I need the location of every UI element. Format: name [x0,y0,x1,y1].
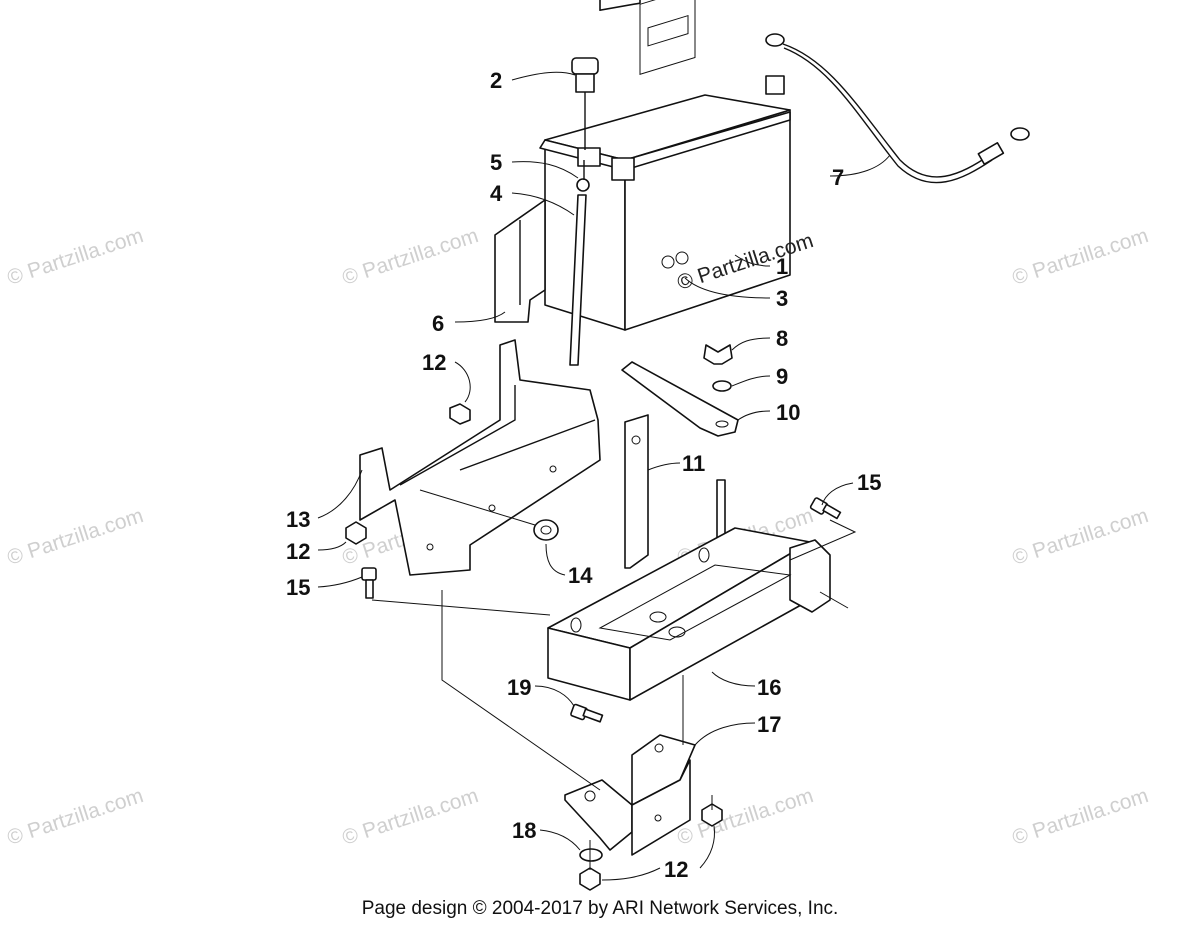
battery-cover [494,199,546,323]
callout-12: 12 [422,350,446,375]
vent-tube [569,160,590,366]
callout-6: 6 [432,311,444,336]
callout-11: 11 [682,451,705,476]
callout-15: 15 [857,470,881,495]
callout-18: 18 [512,818,536,843]
callout-10: 10 [776,400,800,425]
watermark: © Partzilla.com [339,224,481,290]
callout-4: 4 [490,181,503,206]
vent-cap [571,57,599,150]
assembly-lines [371,489,857,870]
watermark: © Partzilla.com [4,224,146,290]
watermark: © Partzilla.com [339,784,481,850]
watermark: © Partzilla.com [1009,504,1151,570]
washer [579,848,603,862]
watermark: © Partzilla.com [1009,784,1151,850]
callout-17: 17 [757,712,781,737]
watermark: © Partzilla.com [674,784,816,850]
watermark: © Partzilla.com [4,504,146,570]
battery-cable [765,33,1030,184]
callout-8: 8 [776,326,788,351]
washer [712,380,732,392]
strap [624,414,649,569]
battery-tray [547,527,831,701]
callout-15: 15 [286,575,310,600]
mounting-bracket [359,339,601,576]
callout-13: 13 [286,507,310,532]
page-footer: Page design © 2004-2017 by ARI Network S… [361,898,839,919]
watermark: © Partzilla.com [1009,224,1151,290]
bolts [361,497,842,723]
callout-5: 5 [490,150,502,175]
callout-16: 16 [757,675,781,700]
callout-12: 12 [664,857,688,882]
callout-12: 12 [286,539,310,564]
callout-1: 1 [776,254,788,279]
callout-3: 3 [776,286,788,311]
callout-7: 7 [832,165,844,190]
watermark: © Partzilla.com [4,784,146,850]
callout-2: 2 [490,68,502,93]
hold-down-bracket [621,361,739,437]
grommet [533,519,559,541]
lower-bracket [564,734,696,856]
callout-14: 14 [568,563,593,588]
leader-lines [317,71,891,881]
battery [539,0,791,331]
callouts: 1 2 3 4 5 6 7 8 9 10 11 12 12 12 13 14 1… [286,68,881,882]
callout-9: 9 [776,364,788,389]
callout-19: 19 [507,675,531,700]
wing-nut [703,344,733,365]
